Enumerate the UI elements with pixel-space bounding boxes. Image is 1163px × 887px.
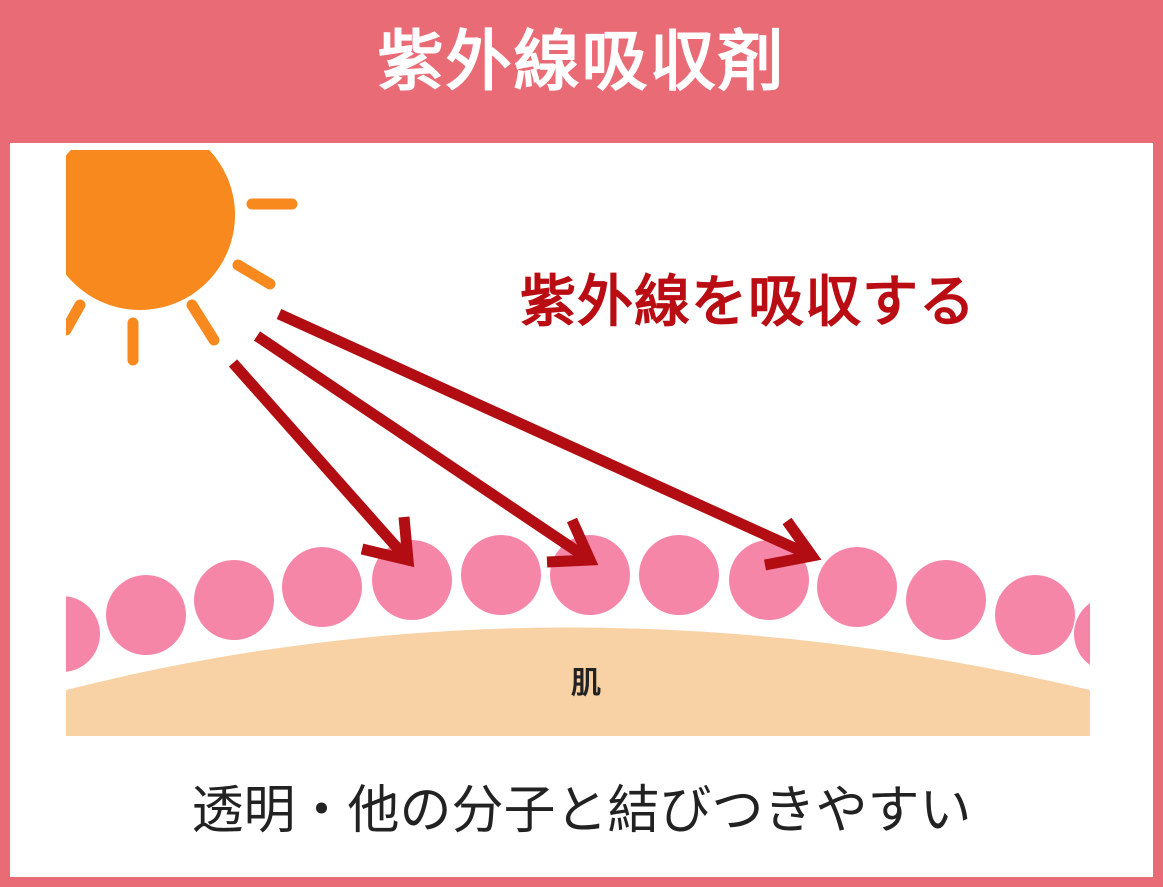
uv-arrow-2	[253, 331, 599, 568]
absorbs-uv-headline: 紫外線を吸収する	[520, 270, 976, 335]
absorber-molecules	[66, 535, 1090, 672]
absorber-molecule	[194, 560, 274, 640]
absorber-molecule	[1074, 603, 1090, 665]
absorber-molecule	[106, 575, 186, 655]
skin-label: 肌	[571, 666, 601, 701]
caption: 透明・他の分子と結びつきやすい	[191, 781, 972, 841]
absorber-molecule	[550, 535, 630, 615]
absorber-molecule	[282, 547, 362, 627]
uv-arrow-1	[228, 359, 415, 568]
absorber-molecule	[995, 575, 1075, 655]
absorber-molecule	[639, 535, 719, 615]
absorber-molecule	[66, 596, 100, 672]
skin-layer	[66, 627, 1090, 736]
absorber-molecule	[461, 535, 541, 615]
page-title: 紫外線吸収剤	[377, 23, 786, 100]
sun-icon	[66, 150, 298, 366]
absorber-molecule	[817, 547, 897, 627]
absorber-molecule	[906, 560, 986, 640]
uv-arrow-3	[276, 308, 822, 571]
header-bar: 紫外線吸収剤	[0, 0, 1163, 143]
